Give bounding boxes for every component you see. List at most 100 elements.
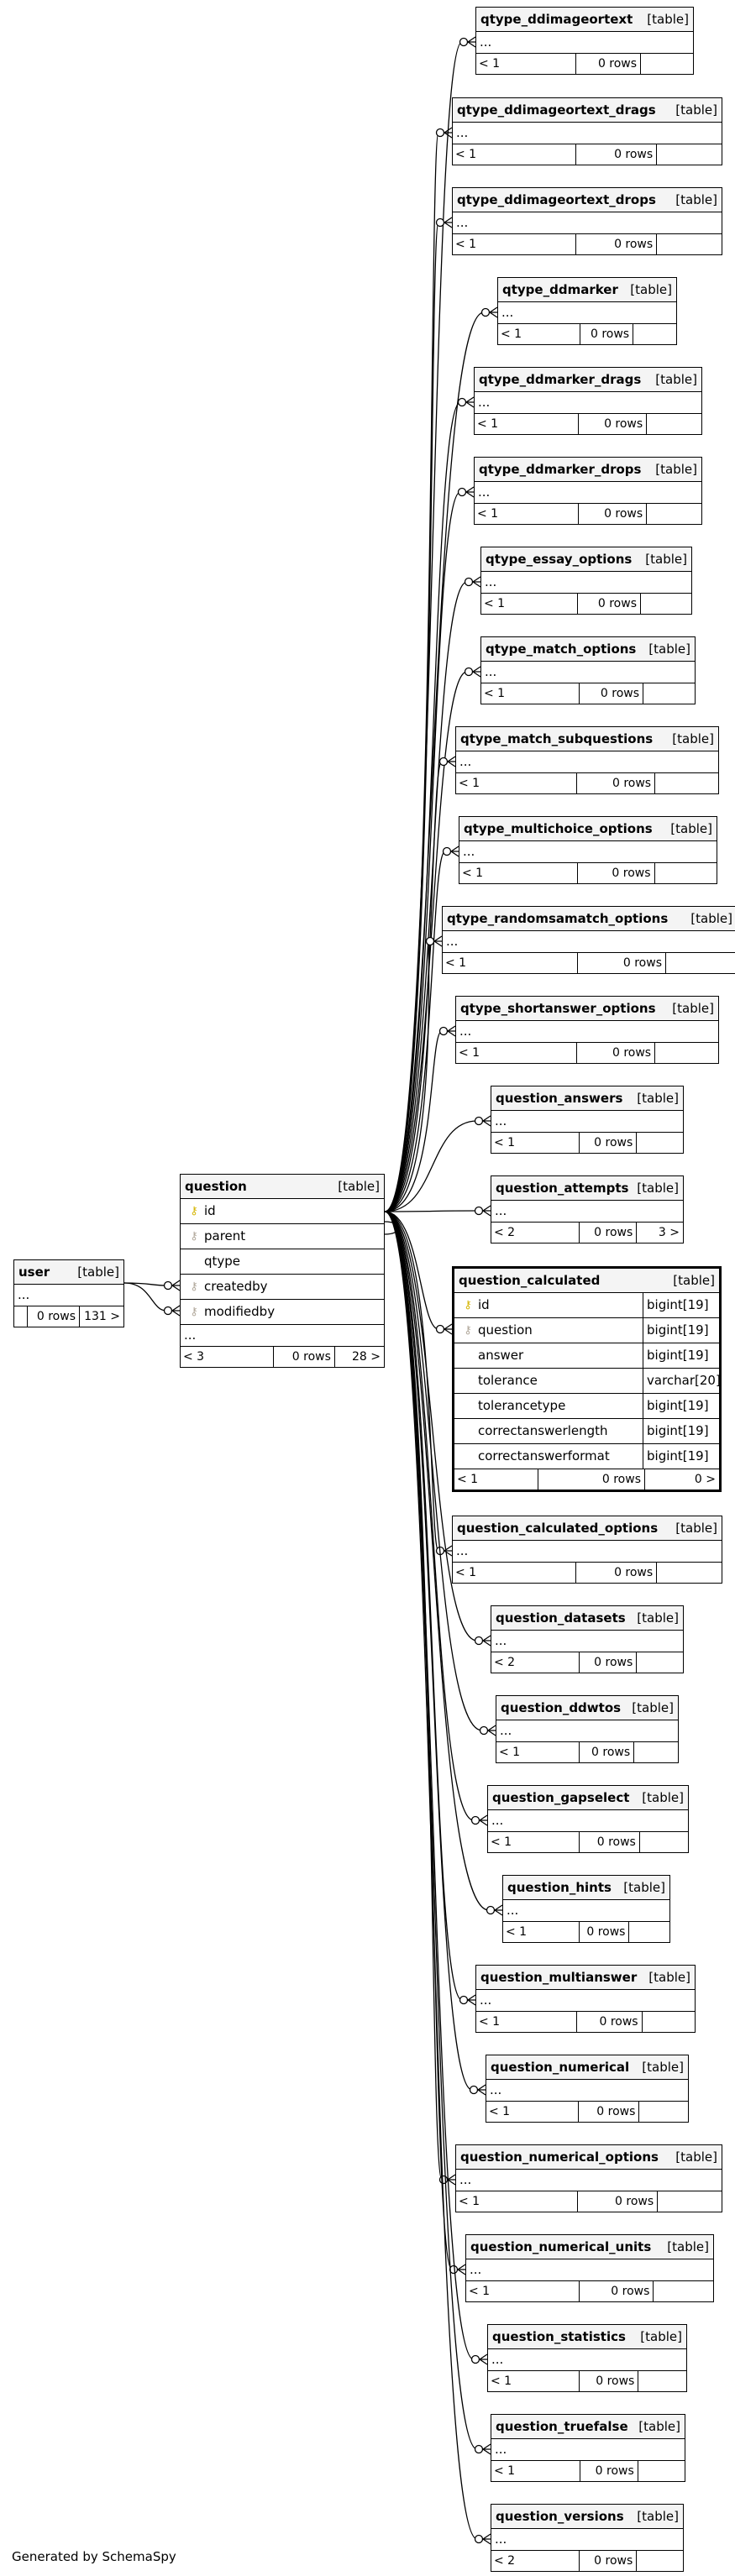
table-name: qtype_ddmarker_drags — [479, 372, 642, 387]
column-row[interactable]: qtype — [181, 1249, 384, 1275]
table-name: question_versions — [496, 2509, 624, 2524]
edge-question-qtype_ddmarker_drops — [384, 491, 461, 1212]
table-more: ... — [476, 32, 693, 54]
footer-parents: < 1 — [488, 2371, 580, 2391]
edge-user-question-modifiedby — [123, 1282, 167, 1312]
crows-foot-icon — [435, 127, 453, 139]
footer-children — [640, 1832, 688, 1852]
edge-question-question_truefalse — [384, 1211, 478, 2450]
table-name: question_numerical_options — [460, 2149, 659, 2165]
table-question-calculated-options[interactable]: question_calculated_options[table]...< 1… — [452, 1516, 722, 1584]
table-name: question_calculated_options — [457, 1521, 659, 1536]
table-more: ... — [475, 392, 701, 414]
edge-question-qtype_randomsamatch_options — [384, 940, 430, 1212]
crows-foot-icon — [479, 1725, 496, 1736]
footer-rows: 0 rows — [576, 1563, 658, 1583]
table-user[interactable]: user[table] ... 0 rows 131 > — [13, 1259, 124, 1327]
footer-children — [638, 2371, 686, 2391]
table-name: question_statistics — [492, 2329, 626, 2344]
footer-children — [655, 1043, 718, 1063]
footer-children — [643, 2012, 695, 2032]
table-name: qtype_shortanswer_options — [460, 1001, 656, 1016]
crows-foot-icon — [459, 1994, 476, 2006]
footer-rows: 0 rows — [576, 54, 642, 74]
crows-foot-icon — [469, 2084, 486, 2096]
table-more: ... — [466, 2259, 713, 2281]
table-more: ... — [481, 572, 691, 594]
table-type: [table] — [642, 2060, 684, 2075]
column-row[interactable]: ⚷parent — [181, 1224, 384, 1249]
edge-question-qtype_match_subquestions — [384, 761, 443, 1212]
footer-rows: 0 rows — [538, 1469, 645, 1490]
crows-foot-icon — [486, 1904, 503, 1916]
footer-rows: 0 rows — [578, 594, 641, 614]
footer-rows: 0 rows — [274, 1347, 335, 1367]
column-name: id — [204, 1203, 216, 1218]
table-more: ... — [491, 1201, 683, 1223]
table-footer: 0 rows 131 > — [14, 1306, 123, 1327]
table-type: [table] — [675, 102, 717, 118]
table-name: question_datasets — [496, 1610, 626, 1626]
footer-parents: < 1 — [453, 234, 577, 254]
column-row[interactable]: ⚷createdby — [181, 1275, 384, 1300]
footer-rows: 0 rows — [580, 1922, 630, 1942]
table-qtype-randomsamatch-options[interactable]: qtype_randomsamatch_options[table]...< 1… — [442, 906, 735, 974]
column-row[interactable]: ⚷ id — [181, 1199, 384, 1224]
crows-foot-icon — [457, 486, 475, 498]
edge-question-qtype_ddimageortext — [384, 41, 463, 1212]
footer-rows: 0 rows — [579, 2102, 640, 2122]
footer-children — [657, 144, 722, 165]
footer-children — [634, 1742, 678, 1762]
table-type: [table] — [648, 1970, 690, 1985]
primary-key-icon: ⚷ — [190, 1205, 198, 1217]
footer-children — [666, 953, 735, 973]
table-name: question_answers — [496, 1091, 623, 1106]
generated-by-footer: Generated by SchemaSpy — [12, 2549, 176, 2564]
footer-children — [643, 683, 695, 704]
table-more: ... — [491, 2529, 683, 2551]
column-row[interactable]: ⚷modifiedby — [181, 1300, 384, 1325]
column-type: varchar[20] — [643, 1369, 719, 1393]
table-type: [table] — [655, 372, 697, 387]
footer-parents: < 1 — [454, 1469, 538, 1490]
footer-parents: < 1 — [488, 1832, 580, 1852]
